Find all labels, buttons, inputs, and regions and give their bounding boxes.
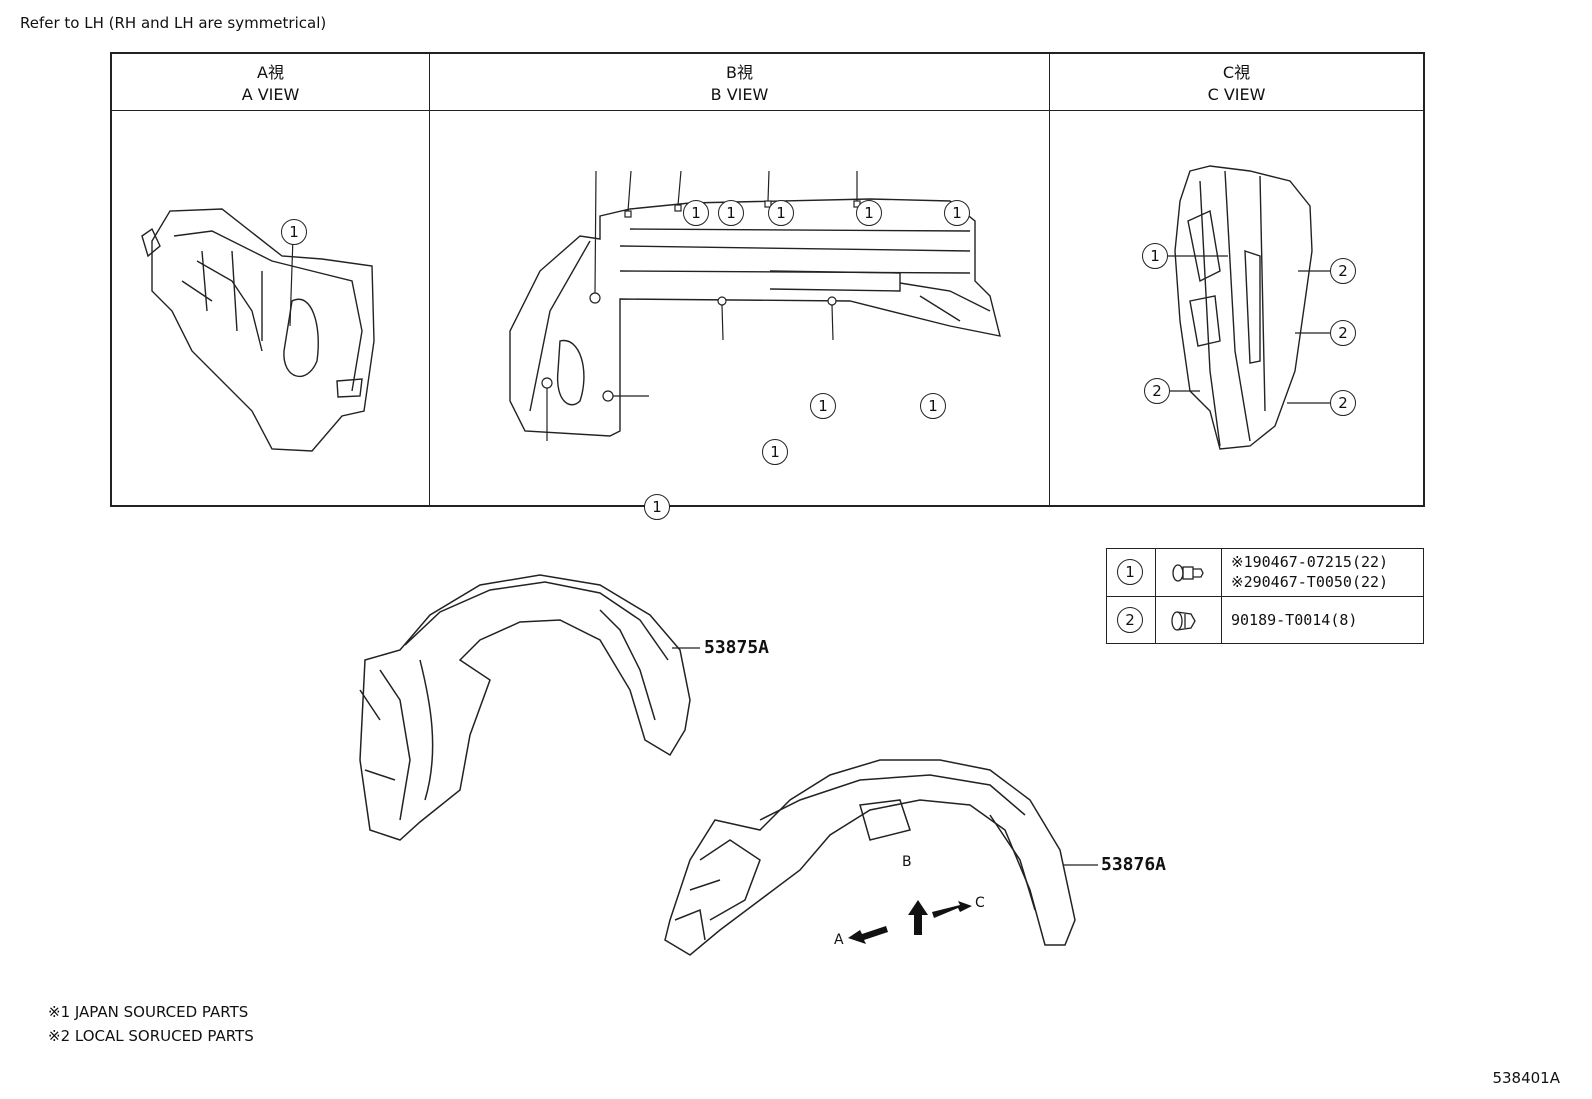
c-view-panel: C視 C VIEW <box>1050 54 1423 505</box>
a-view-header: A視 A VIEW <box>112 54 429 111</box>
callout-1: 1 <box>920 393 946 419</box>
b-view-liner-drawing <box>509 170 1001 441</box>
parts-table: 1 ※190467-07215(22) ※290467-T0050(22) 2 <box>1106 548 1424 644</box>
a-view-liner-drawing <box>141 208 375 452</box>
callout-2: 2 <box>1330 258 1356 284</box>
fender-liner-drawing <box>359 574 1098 956</box>
callout-1: 1 <box>1117 559 1143 585</box>
arrow-label-a: A <box>834 932 844 948</box>
callout-1: 1 <box>718 200 744 226</box>
c-view-drawing: 1 2 2 2 2 <box>1050 111 1423 505</box>
callout-1: 1 <box>856 200 882 226</box>
a-view-drawing: 1 <box>112 111 429 505</box>
b-view-title-en: B VIEW <box>710 85 769 104</box>
direction-arrows <box>848 900 972 944</box>
clip-icon <box>1172 564 1204 582</box>
part-number: ※290467-T0050(22) <box>1231 573 1389 591</box>
callout-2: 2 <box>1330 390 1356 416</box>
parts-row: 1 ※190467-07215(22) ※290467-T0050(22) <box>1107 549 1423 597</box>
b-view-header: B視 B VIEW <box>430 54 1049 111</box>
header-note: Refer to LH (RH and LH are symmetrical) <box>20 14 327 32</box>
callout-1: 1 <box>281 219 307 245</box>
callout-1: 1 <box>1142 243 1168 269</box>
callout-2: 2 <box>1330 320 1356 346</box>
part-number: 90189-T0014(8) <box>1231 611 1358 629</box>
diagram-id: 538401A <box>1492 1069 1560 1087</box>
views-table: A視 A VIEW 1 B視 B VIEW <box>110 52 1425 520</box>
callout-1: 1 <box>768 200 794 226</box>
b-view-title-jp: B視 <box>726 63 753 82</box>
callout-1: 1 <box>810 393 836 419</box>
part-label-53876a: 53876A <box>1101 854 1167 875</box>
arrow-label-b: B <box>902 854 912 870</box>
c-view-title-jp: C視 <box>1222 63 1251 82</box>
part-leaders <box>672 647 1098 866</box>
rear-liner-53876a <box>664 759 1076 956</box>
callout-1: 1 <box>944 200 970 226</box>
part-label-53875a: 53875A <box>704 637 770 658</box>
b-view-leaders <box>546 170 858 441</box>
callout-2: 2 <box>1117 607 1143 633</box>
a-view-title-jp: A視 <box>257 63 284 82</box>
a-view-title-en: A VIEW <box>241 85 300 104</box>
b-view-drawing: 1 1 1 1 1 1 1 1 1 <box>430 111 1049 520</box>
footnote-japan: ※1 JAPAN SOURCED PARTS <box>48 1003 249 1021</box>
callout-2: 2 <box>1144 378 1170 404</box>
arrow-label-c: C <box>975 895 985 911</box>
b-view-panel: B視 B VIEW <box>430 54 1050 520</box>
c-view-liner-drawing <box>1167 165 1330 450</box>
a-view-leader <box>289 236 294 327</box>
callout-1: 1 <box>762 439 788 465</box>
c-view-header: C視 C VIEW <box>1050 54 1423 111</box>
nut-icon <box>1171 611 1196 631</box>
c-view-leaders <box>1167 255 1330 404</box>
part-number: ※190467-07215(22) <box>1231 553 1389 571</box>
callout-1: 1 <box>644 494 670 520</box>
footnote-local: ※2 LOCAL SORUCED PARTS <box>48 1027 254 1045</box>
a-view-panel: A視 A VIEW 1 <box>112 54 430 505</box>
c-view-title-en: C VIEW <box>1207 85 1266 104</box>
parts-row: 2 90189-T0014(8) <box>1107 597 1423 644</box>
front-liner-53875a <box>359 574 691 841</box>
callout-1: 1 <box>683 200 709 226</box>
